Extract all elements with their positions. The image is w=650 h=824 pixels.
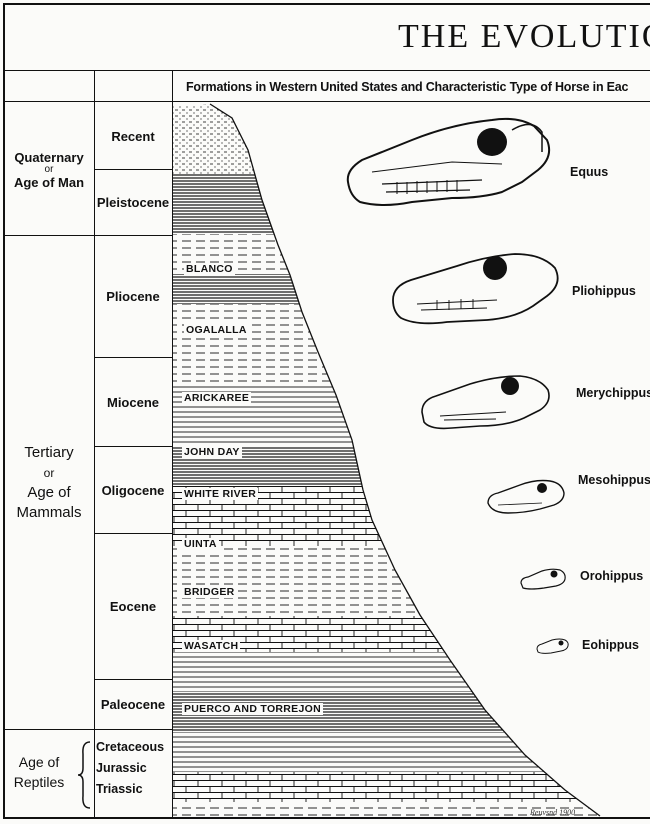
formation-arickaree: ARICKAREE xyxy=(182,392,251,404)
horse-label-eohippus: Eohippus xyxy=(582,638,639,652)
formation-uinta: UINTA xyxy=(182,538,219,550)
formation-ogalalla: OGALALLA xyxy=(184,324,249,336)
formation-white-river: WHITE RIVER xyxy=(182,488,258,500)
artist-signature: Reuvsnd 1900 xyxy=(530,808,575,817)
formation-wasatch: WASATCH xyxy=(182,640,240,652)
horse-label-orohippus: Orohippus xyxy=(580,569,643,583)
horse-label-pliohippus: Pliohippus xyxy=(572,284,636,298)
formation-bridger: BRIDGER xyxy=(182,586,237,598)
horse-label-mesohippus: Mesohippus xyxy=(578,473,650,487)
pliohippus-skull-image xyxy=(387,248,567,338)
orohippus-skull-image xyxy=(518,566,568,594)
eohippus-skull-image xyxy=(535,637,571,657)
equus-skull-image xyxy=(342,112,557,217)
horse-label-equus: Equus xyxy=(570,165,608,179)
mesohippus-skull-image xyxy=(484,475,569,520)
merychippus-skull-image xyxy=(416,370,556,440)
formation-john-day: JOHN DAY xyxy=(182,446,242,458)
formation-blanco: BLANCO xyxy=(184,263,235,275)
formation-puerco-torrejon: PUERCO AND TORREJON xyxy=(182,703,323,715)
horse-label-merychippus: Merychippus xyxy=(576,386,650,400)
